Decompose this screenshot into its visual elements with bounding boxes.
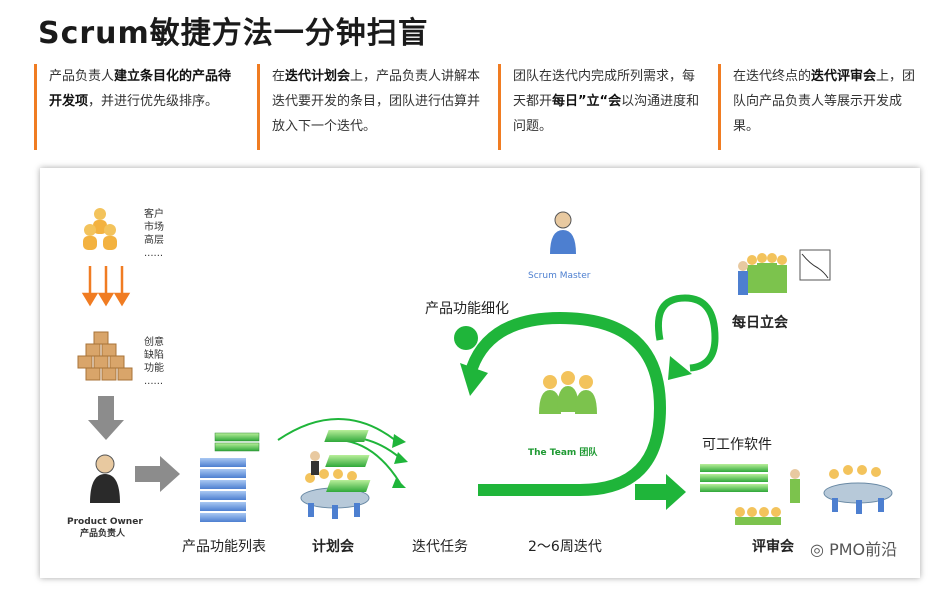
idea-feature: 功能: [144, 363, 164, 374]
diagram-graphics: [77, 208, 893, 525]
sprint-cycle-arrow: [466, 311, 667, 496]
right-arrow-icon: [135, 456, 180, 492]
review-meeting-icon: [735, 465, 893, 525]
product-owner-icon: [90, 454, 120, 503]
source-market: 市场: [144, 222, 164, 233]
source-customer: 客户: [144, 209, 164, 220]
idea-more: ......: [144, 376, 164, 387]
source-more: ......: [144, 248, 164, 259]
column-2-text: 在: [272, 69, 286, 84]
column-3-text-end: 以沟通进度和问题。: [513, 94, 700, 134]
down-arrow-icon: [88, 396, 124, 440]
daily-standup-label: 每日立会: [732, 315, 788, 331]
ideas-boxes-icon: [77, 331, 133, 381]
daily-standup-icon: [738, 253, 787, 295]
page-title: Scrum敏捷方法一分钟扫盲: [38, 16, 429, 51]
intro-column-1: 产品负责人建立条目化的产品待开发项，并进行优先级排序。: [34, 64, 242, 150]
planning-label: 计划会: [312, 539, 354, 555]
team-label: The Team 团队: [528, 448, 598, 458]
refine-label: 产品功能细化: [425, 301, 509, 317]
team-icon: [539, 371, 597, 414]
product-owner-label-cn: 产品负责人: [80, 529, 126, 539]
intro-column-4: 在迭代终点的迭代评审会上，团队向产品负责人等展示开发成果。: [718, 64, 923, 150]
working-software-icon: [700, 464, 768, 492]
backlog-stack-icon: [200, 432, 260, 522]
idea-defect: 缺陷: [144, 350, 164, 361]
stakeholders-icon: [83, 208, 117, 250]
column-1-text: 产品负责人: [49, 69, 115, 84]
sprint-tasks-icon: [324, 430, 371, 492]
column-1-text-end: ，并进行优先级排序。: [88, 94, 219, 109]
column-1-highlight: 建立条目化的产品待开发项: [49, 69, 232, 109]
intro-column-3: 团队在迭代内完成所列需求，每天都开每日”立“会以沟通进度和问题。: [498, 64, 706, 150]
product-owner-label-en: Product Owner: [67, 517, 143, 527]
burndown-chart-icon: [799, 249, 831, 281]
intro-column-2: 在迭代计划会上，产品负责人讲解本迭代要开发的条目，团队进行估算并放入下一个迭代。: [257, 64, 485, 150]
input-arrows-icon: [81, 266, 131, 307]
sources-list: 客户 市场 高层 ......: [144, 208, 164, 260]
watermark-text: PMO前沿: [829, 540, 898, 559]
column-3-highlight: 每日”立“会: [552, 94, 622, 109]
scrum-diagram: 客户 市场 高层 ...... 创意 缺陷 功能 ...... Product …: [40, 168, 920, 578]
column-4-highlight: 迭代评审会: [811, 69, 877, 84]
ideas-list: 创意 缺陷 功能 ......: [144, 336, 164, 388]
sprint-length-label: 2～6周迭代: [528, 539, 602, 555]
refine-dot-icon: [454, 326, 478, 350]
planning-meeting-icon: [300, 451, 370, 519]
scrum-master-icon: [550, 211, 576, 254]
column-3-text: 团队在迭代内完成所列需求，每天都开: [513, 69, 696, 109]
column-2-highlight: 迭代计划会: [285, 69, 351, 84]
column-4-text: 在迭代终点的: [733, 69, 812, 84]
review-label: 评审会: [752, 539, 794, 555]
source-management: 高层: [144, 235, 164, 246]
scrum-master-label: Scrum Master: [528, 271, 591, 281]
sprint-tasks-label: 迭代任务: [412, 539, 468, 555]
watermark: ◎ PMO前沿: [810, 536, 897, 560]
column-2-text-end: 上，产品负责人讲解本迭代要开发的条目，团队进行估算并放入下一个迭代。: [272, 69, 481, 134]
idea-creative: 创意: [144, 337, 164, 348]
daily-cycle-arrow: [654, 294, 719, 372]
output-arrow-icon: [635, 474, 686, 510]
wechat-icon: ◎: [810, 540, 824, 559]
column-4-text-end: 上，团队向产品负责人等展示开发成果。: [733, 69, 916, 134]
working-software-label: 可工作软件: [702, 437, 772, 453]
backlog-label: 产品功能列表: [182, 539, 266, 555]
